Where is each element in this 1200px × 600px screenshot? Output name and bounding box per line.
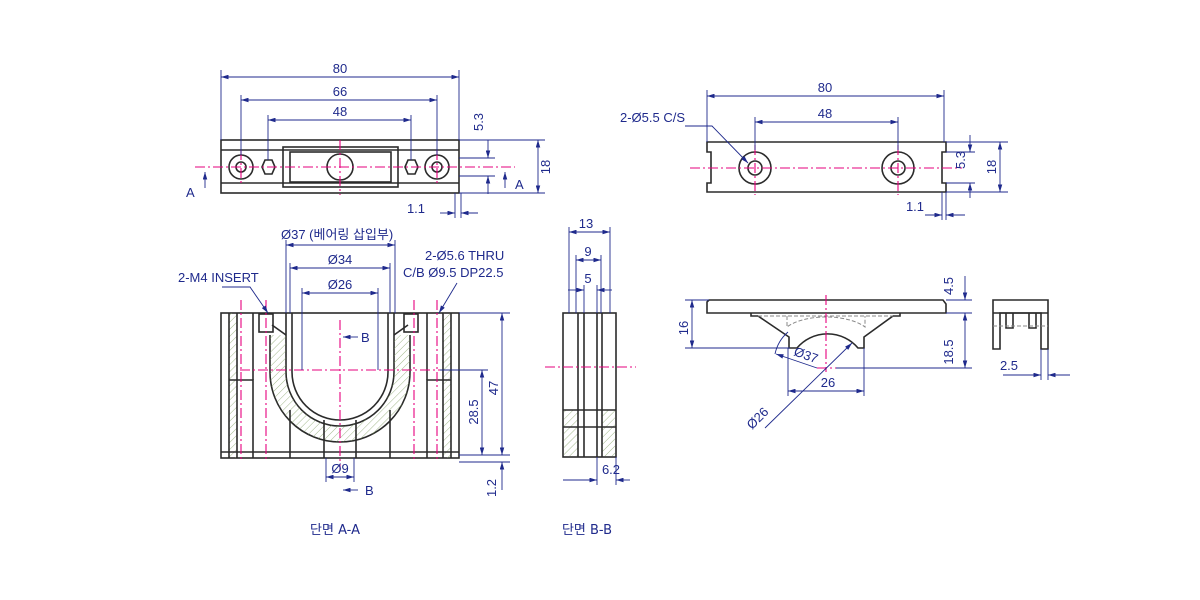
dia9-label: Ø9 [331, 461, 348, 476]
dim-18: 18 [538, 160, 553, 174]
top-right-view: 80 48 2-Ø5.5 C/S 18 5.3 1.1 [620, 80, 1008, 220]
dim-28-5: 28.5 [466, 399, 481, 424]
dim-16: 16 [676, 321, 691, 335]
dim-18-right: 18 [984, 160, 999, 174]
dim-5: 5 [584, 271, 591, 286]
insert-note: 2-M4 INSERT [178, 270, 259, 285]
dim-2-5: 2.5 [1000, 358, 1018, 373]
section-b-b-caption: 단면 B-B [562, 523, 612, 538]
dim-80: 80 [333, 61, 347, 76]
dim-4-5: 4.5 [941, 277, 956, 295]
section-a-a: Ø37 (베어링 삽입부) Ø34 Ø26 2-M4 INSERT 2-Ø5.6… [178, 227, 510, 538]
dia26-side: Ø26 [744, 404, 772, 432]
dim-48: 48 [333, 104, 347, 119]
dim-66: 66 [333, 84, 347, 99]
dia37-side: Ø37 [792, 344, 820, 367]
dim-26-side: 26 [821, 375, 835, 390]
dim-47: 47 [486, 381, 501, 395]
dia34-label: Ø34 [328, 252, 353, 267]
dim-6-2: 6.2 [602, 462, 620, 477]
dim-1-1-right: 1.1 [906, 199, 924, 214]
dim-1-1: 1.1 [407, 201, 425, 216]
dim-1-2: 1.2 [484, 479, 499, 497]
thru-note-line2: C/B Ø9.5 DP22.5 [403, 265, 503, 280]
end-view: 2.5 [992, 299, 1070, 380]
section-a-a-caption: 단면 A-A [310, 523, 360, 538]
side-view: 16 4.5 18.5 26 Ø37 Ø26 [676, 276, 972, 432]
dia37-label: Ø37 (베어링 삽입부) [281, 227, 393, 242]
top-view: 80 66 48 18 5.3 1.1 A A [186, 61, 553, 218]
section-mark-a-left: A [186, 185, 195, 200]
dim-9: 9 [584, 244, 591, 259]
section-mark-b-bottom: B [365, 483, 374, 498]
dim-48-right: 48 [818, 106, 832, 121]
hole-note: 2-Ø5.5 C/S [620, 110, 685, 125]
dim-80-right: 80 [818, 80, 832, 95]
dim-13: 13 [579, 216, 593, 231]
dia26-label: Ø26 [328, 277, 353, 292]
section-b-b: 13 9 5 6.2 단면 B-B [545, 216, 636, 538]
section-mark-a-right: A [515, 177, 524, 192]
dim-18-5: 18.5 [941, 339, 956, 364]
dim-5-3-right: 5.3 [953, 151, 968, 169]
section-mark-b-top: B [361, 330, 370, 345]
thru-note-line1: 2-Ø5.6 THRU [425, 248, 504, 263]
dim-5-3: 5.3 [471, 113, 486, 131]
